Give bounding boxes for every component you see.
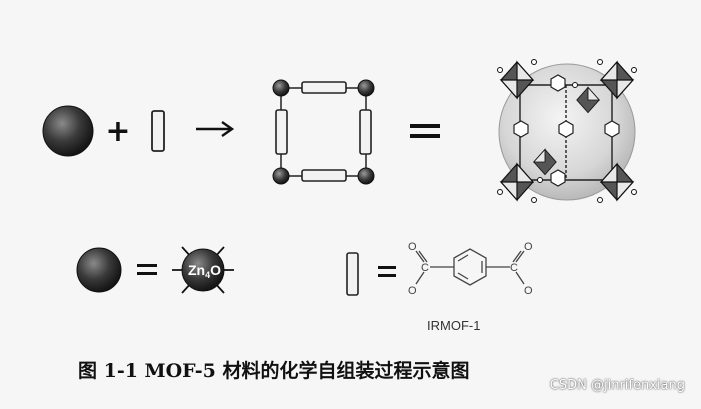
square-assembly [272,79,375,185]
legend-equals-1 [137,264,157,275]
double-equals-sign [410,124,440,138]
svg-text:Zn4O: Zn4O [188,262,221,280]
figure-caption: 图 1-1 MOF-5 材料的化学自组装过程示意图 [78,360,470,382]
metal-node-ball [42,105,94,157]
legend-linker-rod [346,252,359,296]
reaction-arrow [196,121,235,137]
terephthalate-structure [415,248,525,286]
zn-label: Zn [188,262,205,278]
o-label: O [210,262,221,278]
watermark: CSDN @jinrifenxiang [549,378,685,393]
plus-sign: + [105,114,130,149]
carboxyl-o-bottom-left: O [408,285,417,297]
zn4o-cluster: Zn4O [172,246,234,294]
carboxyl-o-top-left: O [408,241,417,253]
carboxyl-c-left: C [421,262,429,274]
legend-equals-2 [378,266,396,277]
mof-framework-illustration [497,59,637,203]
carboxyl-c-right: C [510,262,518,274]
linker-rod [151,110,165,152]
carboxyl-o-bottom-right: O [524,285,533,297]
framework-label: IRMOF-1 [427,318,480,333]
zn-subscript: 4 [205,270,210,280]
carboxyl-o-top-right: O [524,241,533,253]
legend-node-ball [76,247,122,293]
